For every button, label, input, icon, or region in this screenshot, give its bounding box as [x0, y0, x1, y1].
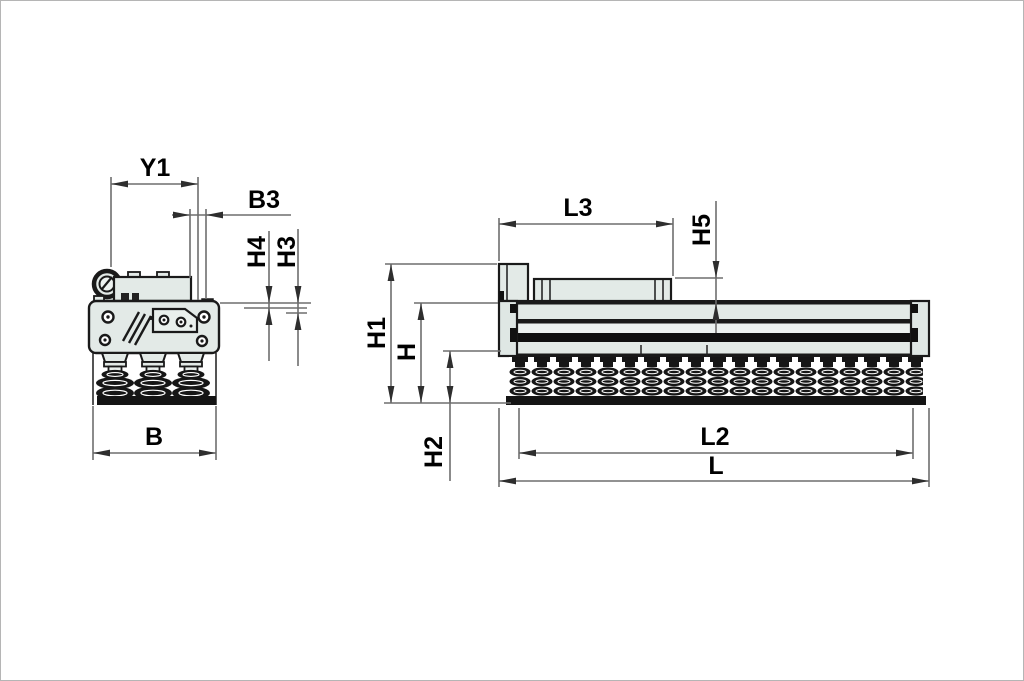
suction-cup [95, 352, 135, 401]
reference-lines-side [220, 302, 311, 314]
suction-cup [133, 352, 173, 401]
dimension-h3: H3 [273, 229, 302, 366]
dimension-l2: L2 [518, 408, 914, 459]
suction-cup [171, 352, 211, 401]
dim-label-h: H [393, 343, 421, 361]
gauge-needle [101, 276, 113, 290]
bellows-bar [506, 396, 926, 405]
dim-label-h5: H5 [688, 214, 716, 246]
reference-lines-front [384, 263, 511, 404]
dim-label-h3: H3 [273, 236, 301, 268]
end-cap-left [497, 299, 519, 358]
dimension-l: L [498, 408, 930, 487]
dimension-l3: L3 [498, 194, 674, 276]
dim-label-h4: H4 [243, 236, 271, 268]
dimensions: Y1 B3 H4 H3 [92, 154, 930, 487]
dimension-h5: H5 [675, 201, 723, 333]
end-block [497, 262, 530, 303]
hatch-marks [121, 311, 153, 346]
mounting-body [87, 299, 221, 355]
dim-label-l2: L2 [700, 423, 729, 451]
dim-label-b3: B3 [248, 186, 280, 214]
dimension-h2: H2 [420, 351, 454, 481]
dimension-b: B [92, 406, 217, 460]
dimension-y1: Y1 [110, 154, 199, 300]
bellows-strip [506, 357, 926, 405]
valve-unit [112, 271, 193, 303]
front-view [497, 262, 931, 405]
top-plate [532, 277, 673, 303]
dim-label-l3: L3 [563, 194, 592, 222]
suction-cups-side [92, 352, 217, 405]
dim-label-h2: H2 [420, 436, 448, 468]
dimension-h1: H1 [363, 264, 395, 403]
angled-plate [151, 307, 199, 334]
bellows-bar [97, 396, 216, 405]
dim-label-h1: H1 [363, 317, 391, 349]
dim-label-l: L [708, 452, 723, 480]
dimension-h: H [393, 303, 425, 403]
dimension-h4: H4 [243, 231, 273, 361]
end-cap-right [909, 299, 931, 358]
dim-label-b: B [145, 423, 163, 451]
side-view [87, 268, 221, 405]
dim-label-y1: Y1 [140, 154, 171, 182]
rail-profile [498, 300, 930, 357]
dimension-b3: B3 [172, 186, 291, 299]
